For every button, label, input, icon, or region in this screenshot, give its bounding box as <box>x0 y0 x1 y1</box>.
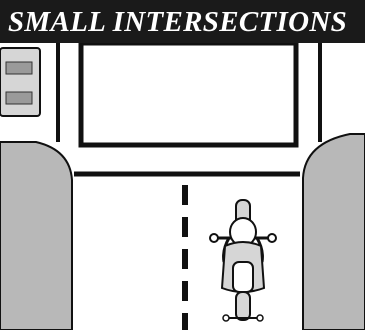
car-icon <box>0 48 40 116</box>
page-title: SMALL INTERSECTIONS <box>8 6 347 38</box>
intersection-diagram <box>0 43 365 330</box>
left-curb <box>0 142 72 330</box>
right-curb <box>303 134 365 330</box>
title-bar: SMALL INTERSECTIONS <box>0 0 365 43</box>
